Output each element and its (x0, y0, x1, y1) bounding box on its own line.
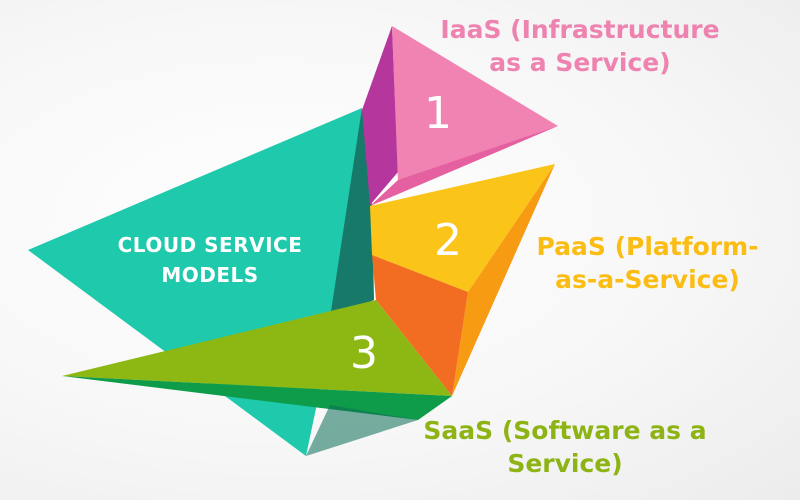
paas-shape (370, 164, 555, 292)
iaas-shape-side (362, 26, 398, 205)
center-shape-shadow (330, 108, 374, 318)
iaas-shape-base (370, 126, 558, 206)
iaas-label-line-1: IaaS (Infrastructure (440, 15, 720, 44)
iaas-label: IaaS (Infrastructure as a Service) (410, 14, 750, 79)
paas-label: PaaS (Platform- as-a-Service) (515, 231, 780, 296)
paas-shape-side (452, 164, 555, 396)
paas-label-line-2: as-a-Service) (555, 264, 740, 294)
saas-shape-base (62, 376, 452, 420)
diagram-title-line-1: CLOUD SERVICE (117, 233, 303, 257)
step-number-1: 1 (424, 88, 452, 139)
saas-shape-tail (306, 405, 418, 456)
paas-label-line-1: PaaS (Platform- (536, 232, 759, 261)
paas-shape-lower (372, 255, 468, 396)
saas-label-line-1: SaaS (Software as a (423, 416, 707, 445)
diagram-title-line-2: MODELS (161, 263, 259, 287)
iaas-label-line-2: as a Service) (489, 47, 671, 77)
step-number-2: 2 (434, 215, 462, 266)
saas-label: SaaS (Software as a Service) (400, 415, 730, 480)
step-number-3: 3 (350, 328, 378, 379)
diagram-title: CLOUD SERVICE MODELS (95, 230, 325, 290)
saas-label-line-2: Service) (507, 448, 623, 478)
iaas-shape (392, 26, 558, 182)
saas-shape (62, 300, 452, 396)
